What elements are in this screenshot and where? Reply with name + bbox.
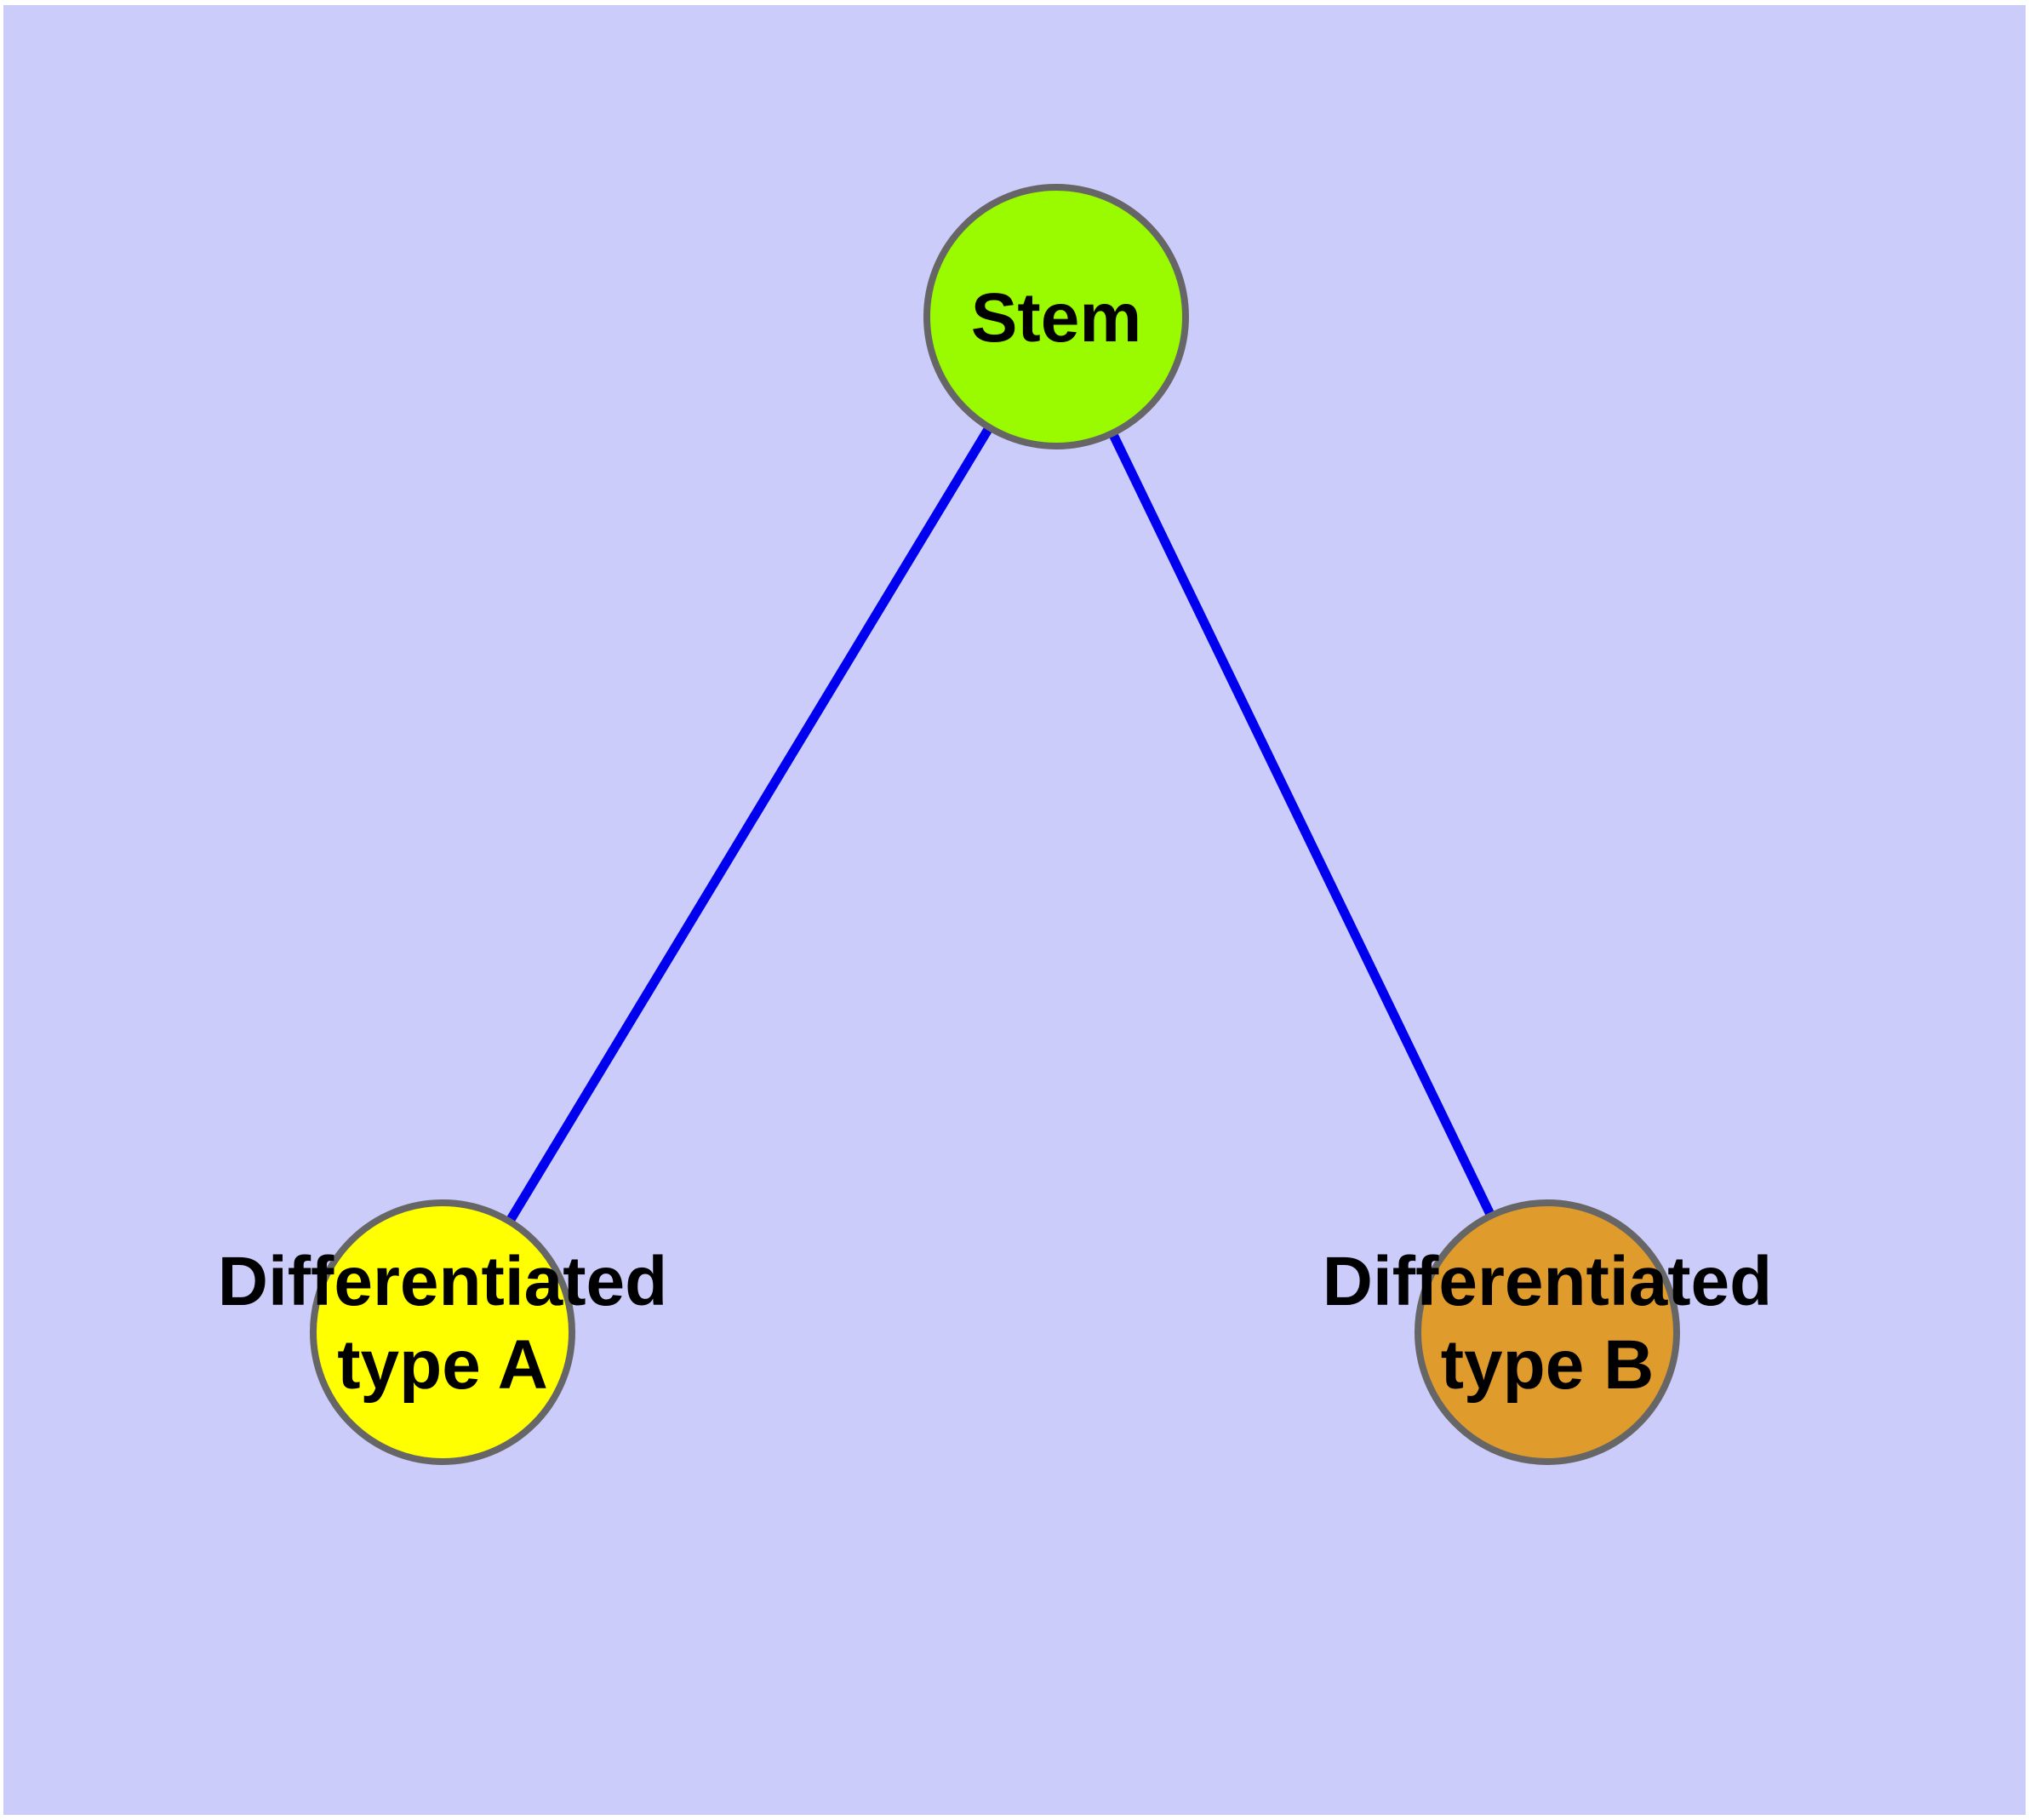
node-differentiated-type-a-label-line2: type A xyxy=(337,1326,548,1404)
node-differentiated-type-a[interactable] xyxy=(310,1199,575,1465)
edge-stem-to-differentiated-type-b[interactable] xyxy=(1052,314,1552,1335)
node-differentiated-type-b-circle[interactable] xyxy=(1415,1199,1680,1465)
edge-layer xyxy=(438,314,1552,1335)
node-differentiated-type-b-label-line2: type B xyxy=(1441,1326,1655,1404)
edge-stem-to-differentiated-type-a[interactable] xyxy=(438,314,1060,1335)
node-differentiated-type-a-circle[interactable] xyxy=(310,1199,575,1465)
node-layer xyxy=(310,184,1680,1465)
label-layer: Stem Differentiated type A Differentiate… xyxy=(218,279,1773,1404)
graph-svg: Stem Differentiated type A Differentiate… xyxy=(218,184,1773,1465)
node-stem-circle[interactable] xyxy=(923,184,1189,449)
node-stem-label: Stem xyxy=(971,279,1142,357)
diagram-plot-area: Stem Differentiated type A Differentiate… xyxy=(3,5,2026,1815)
node-stem[interactable] xyxy=(923,184,1189,449)
node-differentiated-type-a-label-line1: Differentiated xyxy=(218,1243,668,1320)
node-differentiated-type-b-label-line1: Differentiated xyxy=(1323,1243,1773,1320)
node-differentiated-type-b[interactable] xyxy=(1415,1199,1680,1465)
